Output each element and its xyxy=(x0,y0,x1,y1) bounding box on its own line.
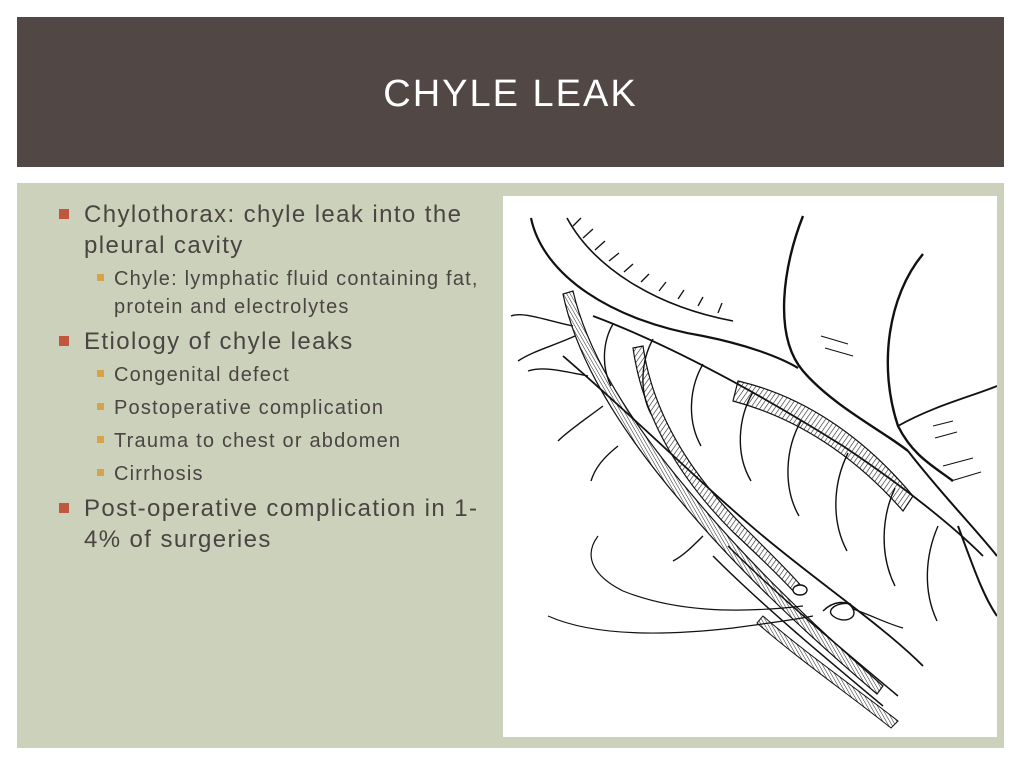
bullet-text: Post-operative complication in 1-4% of s… xyxy=(84,495,479,553)
content-area: Chylothorax: chyle leak into the pleural… xyxy=(17,183,1004,748)
sub-bullet-marker xyxy=(97,274,104,281)
sub-bullet-marker xyxy=(97,370,104,377)
sub-bullet-list: Chyle: lymphatic fluid containing fat, p… xyxy=(84,265,499,321)
sub-bullet-marker xyxy=(97,469,104,476)
bullet-item: Etiology of chyle leaks Congenital defec… xyxy=(59,326,499,488)
sub-bullet-marker xyxy=(97,436,104,443)
bullet-item: Post-operative complication in 1-4% of s… xyxy=(59,493,499,555)
sub-bullet-item: Chyle: lymphatic fluid containing fat, p… xyxy=(59,265,499,321)
sub-bullet-marker xyxy=(97,403,104,410)
sub-bullet-list: Congenital defect Postoperative complica… xyxy=(84,361,499,488)
sub-bullet-item: Postoperative complication xyxy=(59,394,499,422)
sub-bullet-item: Congenital defect xyxy=(59,361,499,389)
bullet-marker xyxy=(59,503,69,513)
surgical-anatomy-illustration-icon xyxy=(503,196,997,737)
sub-bullet-text: Chyle: lymphatic fluid containing fat, p… xyxy=(114,268,479,318)
surgical-illustration-frame xyxy=(503,196,997,737)
sub-bullet-text: Trauma to chest or abdomen xyxy=(114,430,402,452)
sub-bullet-item: Trauma to chest or abdomen xyxy=(59,427,499,455)
title-bar: CHYLE LEAK xyxy=(17,17,1004,167)
bullet-item: Chylothorax: chyle leak into the pleural… xyxy=(59,199,499,321)
bullet-text: Chylothorax: chyle leak into the pleural… xyxy=(84,201,463,259)
sub-bullet-item: Cirrhosis xyxy=(59,460,499,488)
sub-bullet-text: Congenital defect xyxy=(114,364,291,386)
bullet-list: Chylothorax: chyle leak into the pleural… xyxy=(59,199,499,558)
sub-bullet-text: Cirrhosis xyxy=(114,463,204,485)
sub-bullet-text: Postoperative complication xyxy=(114,397,385,419)
bullet-marker xyxy=(59,336,69,346)
bullet-text: Etiology of chyle leaks xyxy=(84,328,354,355)
slide-title: CHYLE LEAK xyxy=(383,72,638,115)
bullet-marker xyxy=(59,209,69,219)
